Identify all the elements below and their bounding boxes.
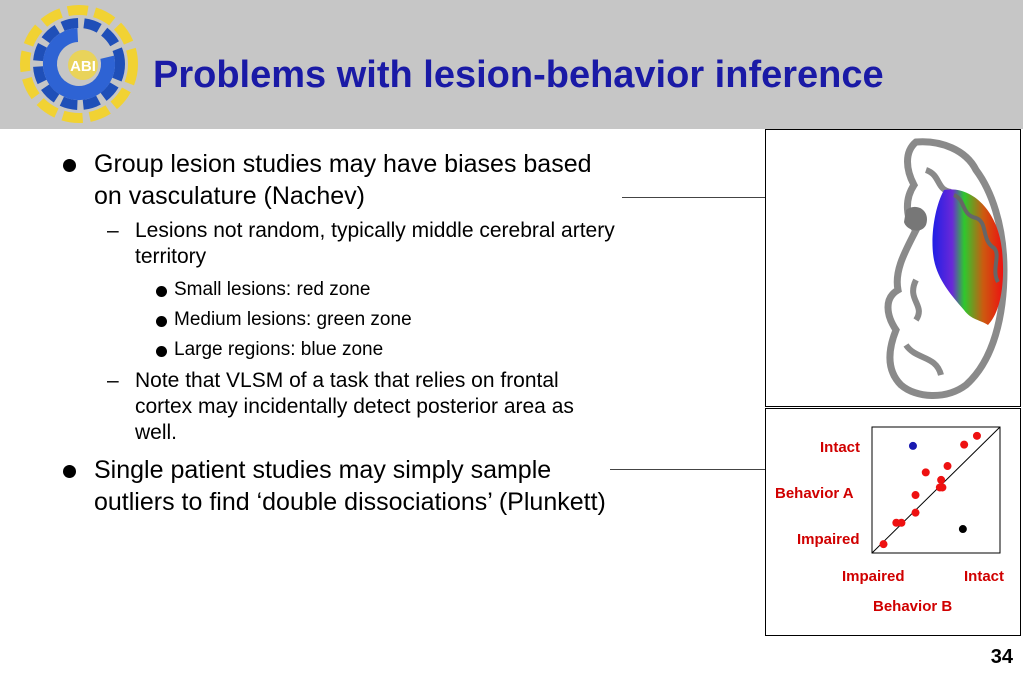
- scatter-point: [943, 462, 952, 471]
- connector-line-bottom: [610, 469, 765, 470]
- scatter-point: [908, 441, 917, 450]
- sub-sub-bullet-text: Small lesions: red zone: [174, 279, 371, 300]
- zone-sulci: [952, 193, 1000, 284]
- title-bar: ABI Problems with lesion-behavior infere…: [0, 0, 1023, 129]
- bullet-dot-icon: [156, 316, 167, 327]
- trend-line: [871, 426, 1001, 554]
- scatter-point: [938, 483, 947, 492]
- logo-text: ABI: [70, 58, 96, 75]
- brain-slice-illustration: [884, 138, 1008, 399]
- sub-bullet-item: – Note that VLSM of a task that relies o…: [60, 368, 620, 446]
- scatter-point: [879, 540, 888, 549]
- mca-territory-zone: [932, 189, 1004, 325]
- dash-icon: –: [107, 219, 119, 242]
- x-tick-label-intact: Intact: [964, 568, 1005, 585]
- cabi-logo-icon: ABI: [20, 5, 138, 123]
- sub-bullet-text: Note that VLSM of a task that relies on …: [135, 369, 574, 444]
- bullet-item: Single patient studies may simply sample…: [60, 454, 620, 518]
- slide-number: 34: [990, 646, 1013, 668]
- scatter-plot: [871, 426, 1001, 554]
- bullet-dot-icon: [156, 346, 167, 357]
- brain-figure: [765, 129, 1021, 407]
- scatter-point: [921, 468, 930, 477]
- bullet-text: Single patient studies may simply sample…: [94, 456, 606, 516]
- y-tick-label-impaired: Impaired: [797, 531, 860, 548]
- sub-bullet-text: Lesions not random, typically middle cer…: [135, 219, 615, 268]
- bullet-dot-icon: [63, 159, 76, 172]
- x-axis-label: Behavior B: [873, 598, 953, 615]
- y-tick-label-intact: Intact: [820, 439, 861, 456]
- sub-sub-bullet-text: Large regions: blue zone: [174, 339, 384, 360]
- scatter-point: [911, 491, 920, 500]
- bullet-text: Group lesion studies may have biases bas…: [94, 150, 592, 210]
- y-axis-label: Behavior A: [775, 485, 854, 502]
- scatter-point: [972, 431, 981, 440]
- bullet-item: Group lesion studies may have biases bas…: [60, 148, 620, 212]
- scatter-point: [897, 518, 906, 527]
- connector-line-top: [622, 197, 765, 198]
- scatter-point: [958, 525, 967, 534]
- scatter-point: [911, 508, 920, 517]
- bullet-list: Group lesion studies may have biases bas…: [60, 148, 620, 524]
- x-tick-label-impaired: Impaired: [842, 568, 905, 585]
- sub-sub-bullet-text: Medium lesions: green zone: [174, 309, 412, 330]
- sub-sub-bullet-item: Small lesions: red zone: [60, 278, 620, 302]
- sub-sub-bullet-item: Medium lesions: green zone: [60, 308, 620, 332]
- bullet-dot-icon: [63, 465, 76, 478]
- sub-bullet-item: – Lesions not random, typically middle c…: [60, 218, 620, 270]
- scatter-figure: Intact Behavior A Impaired Impaired Inta…: [765, 408, 1021, 636]
- sub-sub-bullet-item: Large regions: blue zone: [60, 338, 620, 362]
- ventricle-shape: [904, 206, 927, 231]
- dash-icon: –: [107, 369, 119, 392]
- scatter-point: [960, 440, 969, 449]
- bullet-dot-icon: [156, 286, 167, 297]
- page-title: Problems with lesion-behavior inference: [153, 54, 884, 96]
- scatter-point: [937, 475, 946, 484]
